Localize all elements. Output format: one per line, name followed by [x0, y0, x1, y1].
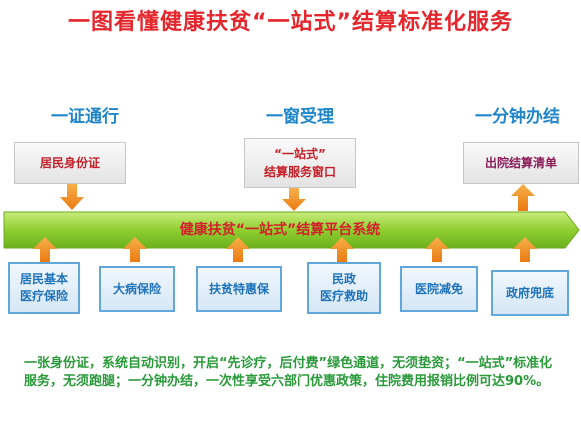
arrow-up-hospital-reduction	[425, 237, 449, 262]
arrow-down-id-card	[60, 184, 84, 210]
id-card-label: 居民身份证	[39, 156, 100, 170]
heading-id-pass: 一证通行	[51, 107, 119, 127]
bottom-box-line1: 扶贫特惠保	[208, 281, 269, 296]
bottom-box-line1: 医院减免	[414, 281, 463, 296]
arrow-up-discharge	[511, 184, 535, 211]
government-backstop-box: 政府兜底	[491, 270, 569, 316]
discharge-list-box: 出院结算清单	[463, 142, 579, 184]
id-card-box: 居民身份证	[14, 142, 126, 184]
discharge-list-label: 出院结算清单	[484, 156, 557, 170]
service-window-line1: “一站式”	[274, 147, 326, 161]
platform-label: 健康扶贫“一站式”结算平台系统	[179, 222, 381, 238]
hospital-reduction-box: 医院减免	[400, 266, 478, 312]
service-window-line2: 结算服务窗口	[263, 165, 336, 179]
bottom-box-line1: 大病保险	[112, 281, 161, 296]
arrow-up-insurance	[33, 237, 57, 262]
heading-single-window: 一窗受理	[266, 107, 334, 127]
basic-medical-insurance-box: 居民基本 医疗保险	[8, 262, 80, 314]
civil-affairs-medical-aid-box: 民政 医疗救助	[307, 262, 381, 314]
poverty-special-insurance-box: 扶贫特惠保	[196, 266, 282, 312]
service-window-box: “一站式” 结算服务窗口	[244, 138, 356, 188]
bottom-box-line2: 医疗救助	[319, 289, 368, 303]
page-title: 一图看懂健康扶贫“一站式”结算标准化服务	[68, 10, 513, 35]
bottom-box-line1: 居民基本	[19, 272, 68, 286]
arrow-up-serious-illness	[123, 237, 147, 262]
arrow-up-government-backstop	[513, 237, 537, 262]
arrow-up-civil-aid	[330, 237, 354, 262]
bottom-box-line1: 政府兜底	[505, 285, 554, 300]
arrow-up-poverty-insurance	[226, 237, 250, 262]
heading-one-minute: 一分钟办结	[475, 107, 560, 127]
bottom-box-line1: 民政	[331, 272, 356, 286]
arrow-down-window	[282, 188, 306, 211]
serious-illness-insurance-box: 大病保险	[99, 266, 175, 312]
summary-text: 一张身份证，系统自动识别，开启“先诊疗，后付费”绿色通道，无须垫资；“一站式”标…	[24, 356, 553, 389]
bottom-box-line2: 医疗保险	[19, 289, 68, 303]
